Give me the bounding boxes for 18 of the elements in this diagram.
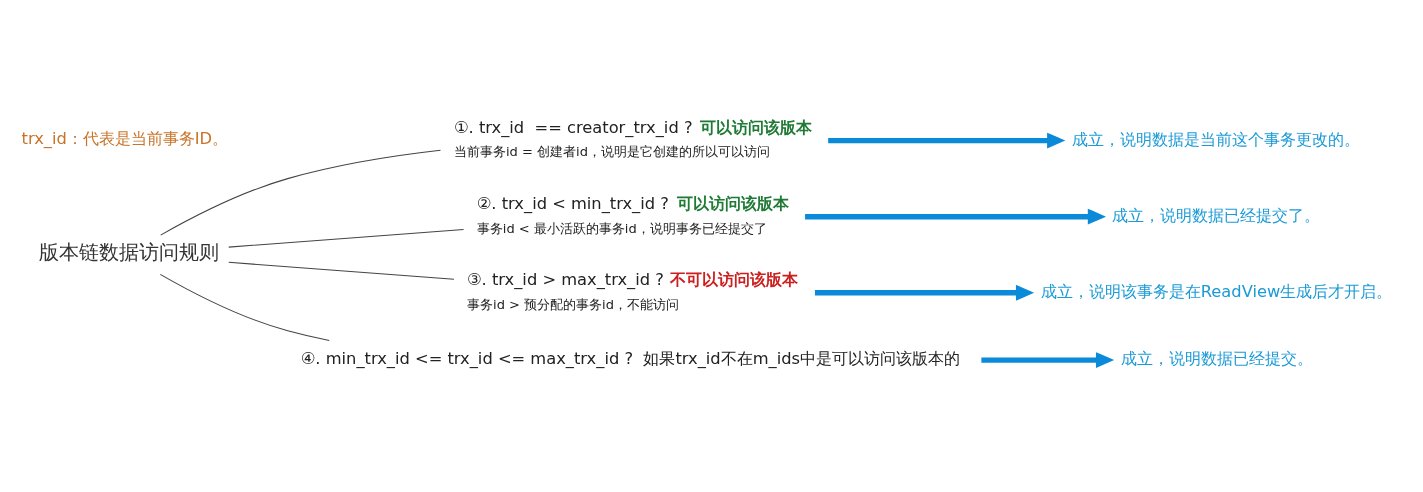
arrow bbox=[814, 284, 1035, 301]
arrow bbox=[828, 132, 1066, 149]
connector bbox=[228, 261, 455, 280]
arrow bbox=[981, 352, 1115, 369]
node-text: ④. min_trx_id <= trx_id <= max_trx_id ? 如果trx_id不在m_ids中是可以访问该版本的 bbox=[300, 349, 961, 369]
connector bbox=[160, 149, 442, 236]
connector bbox=[159, 273, 330, 342]
node-text: 成立，说明数据是当前这个事务更改的。 bbox=[1072, 129, 1361, 149]
label: trx_id：代表是当前事务ID。 bbox=[21, 129, 229, 149]
node-text: ②. trx_id < min_trx_id ? 可以访问该版本 事务id < 最小活跃的事务id，说明事务已经提交了 bbox=[476, 194, 789, 236]
connector bbox=[228, 228, 465, 248]
node-text: ①. trx_id == creator_trx_id ? 可以访问该版本 当前事务id = 创建者id，说明是它创建的所以可以访问 bbox=[453, 117, 812, 160]
node-text: 成立，说明数据已经提交。 bbox=[1121, 349, 1314, 369]
node-text: 成立，说明该事务是在ReadView生成后才开启。 bbox=[1040, 282, 1393, 302]
node-text: 成立，说明数据已经提交了。 bbox=[1112, 206, 1321, 226]
node-text: 版本链数据访问规则 bbox=[38, 241, 219, 265]
arrow bbox=[805, 208, 1106, 225]
node-text: ③. trx_id > max_trx_id ? 不可以访问该版本 事务id > 预分配的事务id，不能访问 bbox=[467, 270, 799, 312]
